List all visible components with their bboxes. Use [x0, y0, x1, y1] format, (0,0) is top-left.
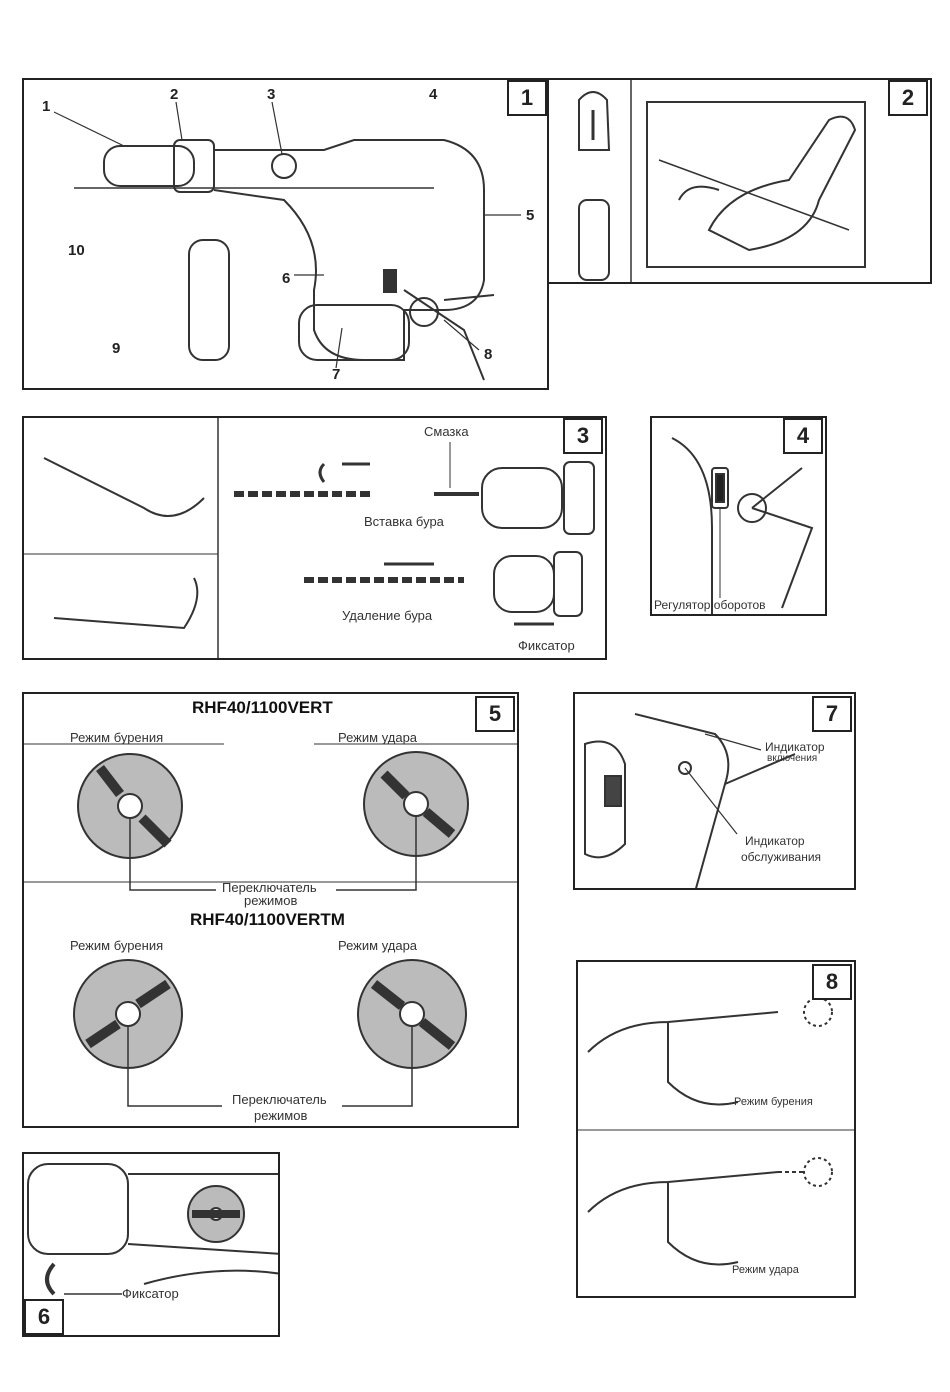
- figure-3-panel: Смазка Вставка бура Удаление бура Фиксат…: [22, 416, 607, 660]
- impact-mode-label-1: Режим удара: [338, 730, 418, 745]
- model-title-vert: RHF40/1100VERT: [192, 698, 333, 717]
- drill-mode-label-8: Режим бурения: [734, 1096, 813, 1108]
- callout-4: 4: [429, 86, 438, 103]
- switch-label-2-line2: режимов: [254, 1108, 308, 1123]
- lock-label: Фиксатор: [518, 638, 575, 653]
- figure-number-7: 7: [812, 696, 852, 732]
- figure-number-4: 4: [783, 418, 823, 454]
- figure-number-8: 8: [812, 964, 852, 1000]
- figure-number-5: 5: [475, 696, 515, 732]
- impact-mode-label-2: Режим удара: [338, 938, 418, 953]
- callout-7: 7: [332, 366, 341, 383]
- mode-switch-illustration: [24, 743, 517, 1107]
- drill-mode-label-2: Режим бурения: [70, 938, 164, 953]
- callout-10: 10: [68, 242, 85, 259]
- switch-label-1-line1: Переключатель: [222, 880, 317, 895]
- impact-mode-label-8: Режим удара: [732, 1264, 799, 1276]
- remove-bit-label: Удаление бура: [342, 608, 433, 623]
- power-indicator-line1: Индикатор: [765, 740, 825, 754]
- callout-5: 5: [526, 207, 535, 224]
- figure-number-6: 6: [24, 1299, 64, 1335]
- grease-label: Смазка: [424, 424, 469, 439]
- power-indicator-line2: включения: [767, 753, 818, 764]
- figure-6-panel: Фиксатор 6: [22, 1152, 280, 1337]
- figure-number-1: 1: [507, 80, 547, 116]
- switch-label-2-line1: Переключатель: [232, 1092, 327, 1107]
- drill-mode-label-1: Режим бурения: [70, 730, 164, 745]
- figure-5-panel: RHF40/1100VERT Режим бурения Режим удара…: [22, 692, 519, 1128]
- bit-insert-remove-illustration: [24, 418, 595, 658]
- bit-and-handle-illustration: [578, 80, 866, 282]
- callout-2: 2: [170, 86, 179, 103]
- callout-1: 1: [42, 98, 51, 115]
- lock-label-6: Фиксатор: [122, 1286, 179, 1301]
- service-indicator-line2: обслуживания: [741, 850, 822, 864]
- insert-bit-label: Вставка бура: [364, 514, 444, 529]
- figure-number-3: 3: [563, 418, 603, 454]
- callout-8: 8: [484, 346, 493, 363]
- callout-6: 6: [282, 270, 291, 287]
- hammer-drill-illustration: [53, 101, 521, 381]
- figure-8-panel: Режим бурения Режим удара 8: [576, 960, 856, 1298]
- service-indicator-line1: Индикатор: [745, 834, 805, 848]
- figure-2-panel: 2: [547, 78, 932, 284]
- figure-1-panel: 1 2 3 4 5 6 7 8 9 10 1: [22, 78, 549, 390]
- drill-impact-modes-illustration: [578, 997, 854, 1266]
- callout-9: 9: [112, 340, 121, 357]
- switch-label-1-line2: режимов: [244, 893, 298, 908]
- figure-4-panel: Регулятор оборотов 4: [650, 416, 827, 616]
- speed-regulator-illustration: [671, 437, 814, 614]
- model-title-vertm: RHF40/1100VERTM: [190, 910, 345, 929]
- indicators-illustration: [584, 713, 796, 888]
- figure-7-panel: Индикатор включения Индикатор обслуживан…: [573, 692, 856, 890]
- lock-illustration: [27, 1163, 278, 1296]
- callout-3: 3: [267, 86, 276, 103]
- speed-regulator-label: Регулятор оборотов: [654, 598, 766, 612]
- figure-number-2: 2: [888, 80, 928, 116]
